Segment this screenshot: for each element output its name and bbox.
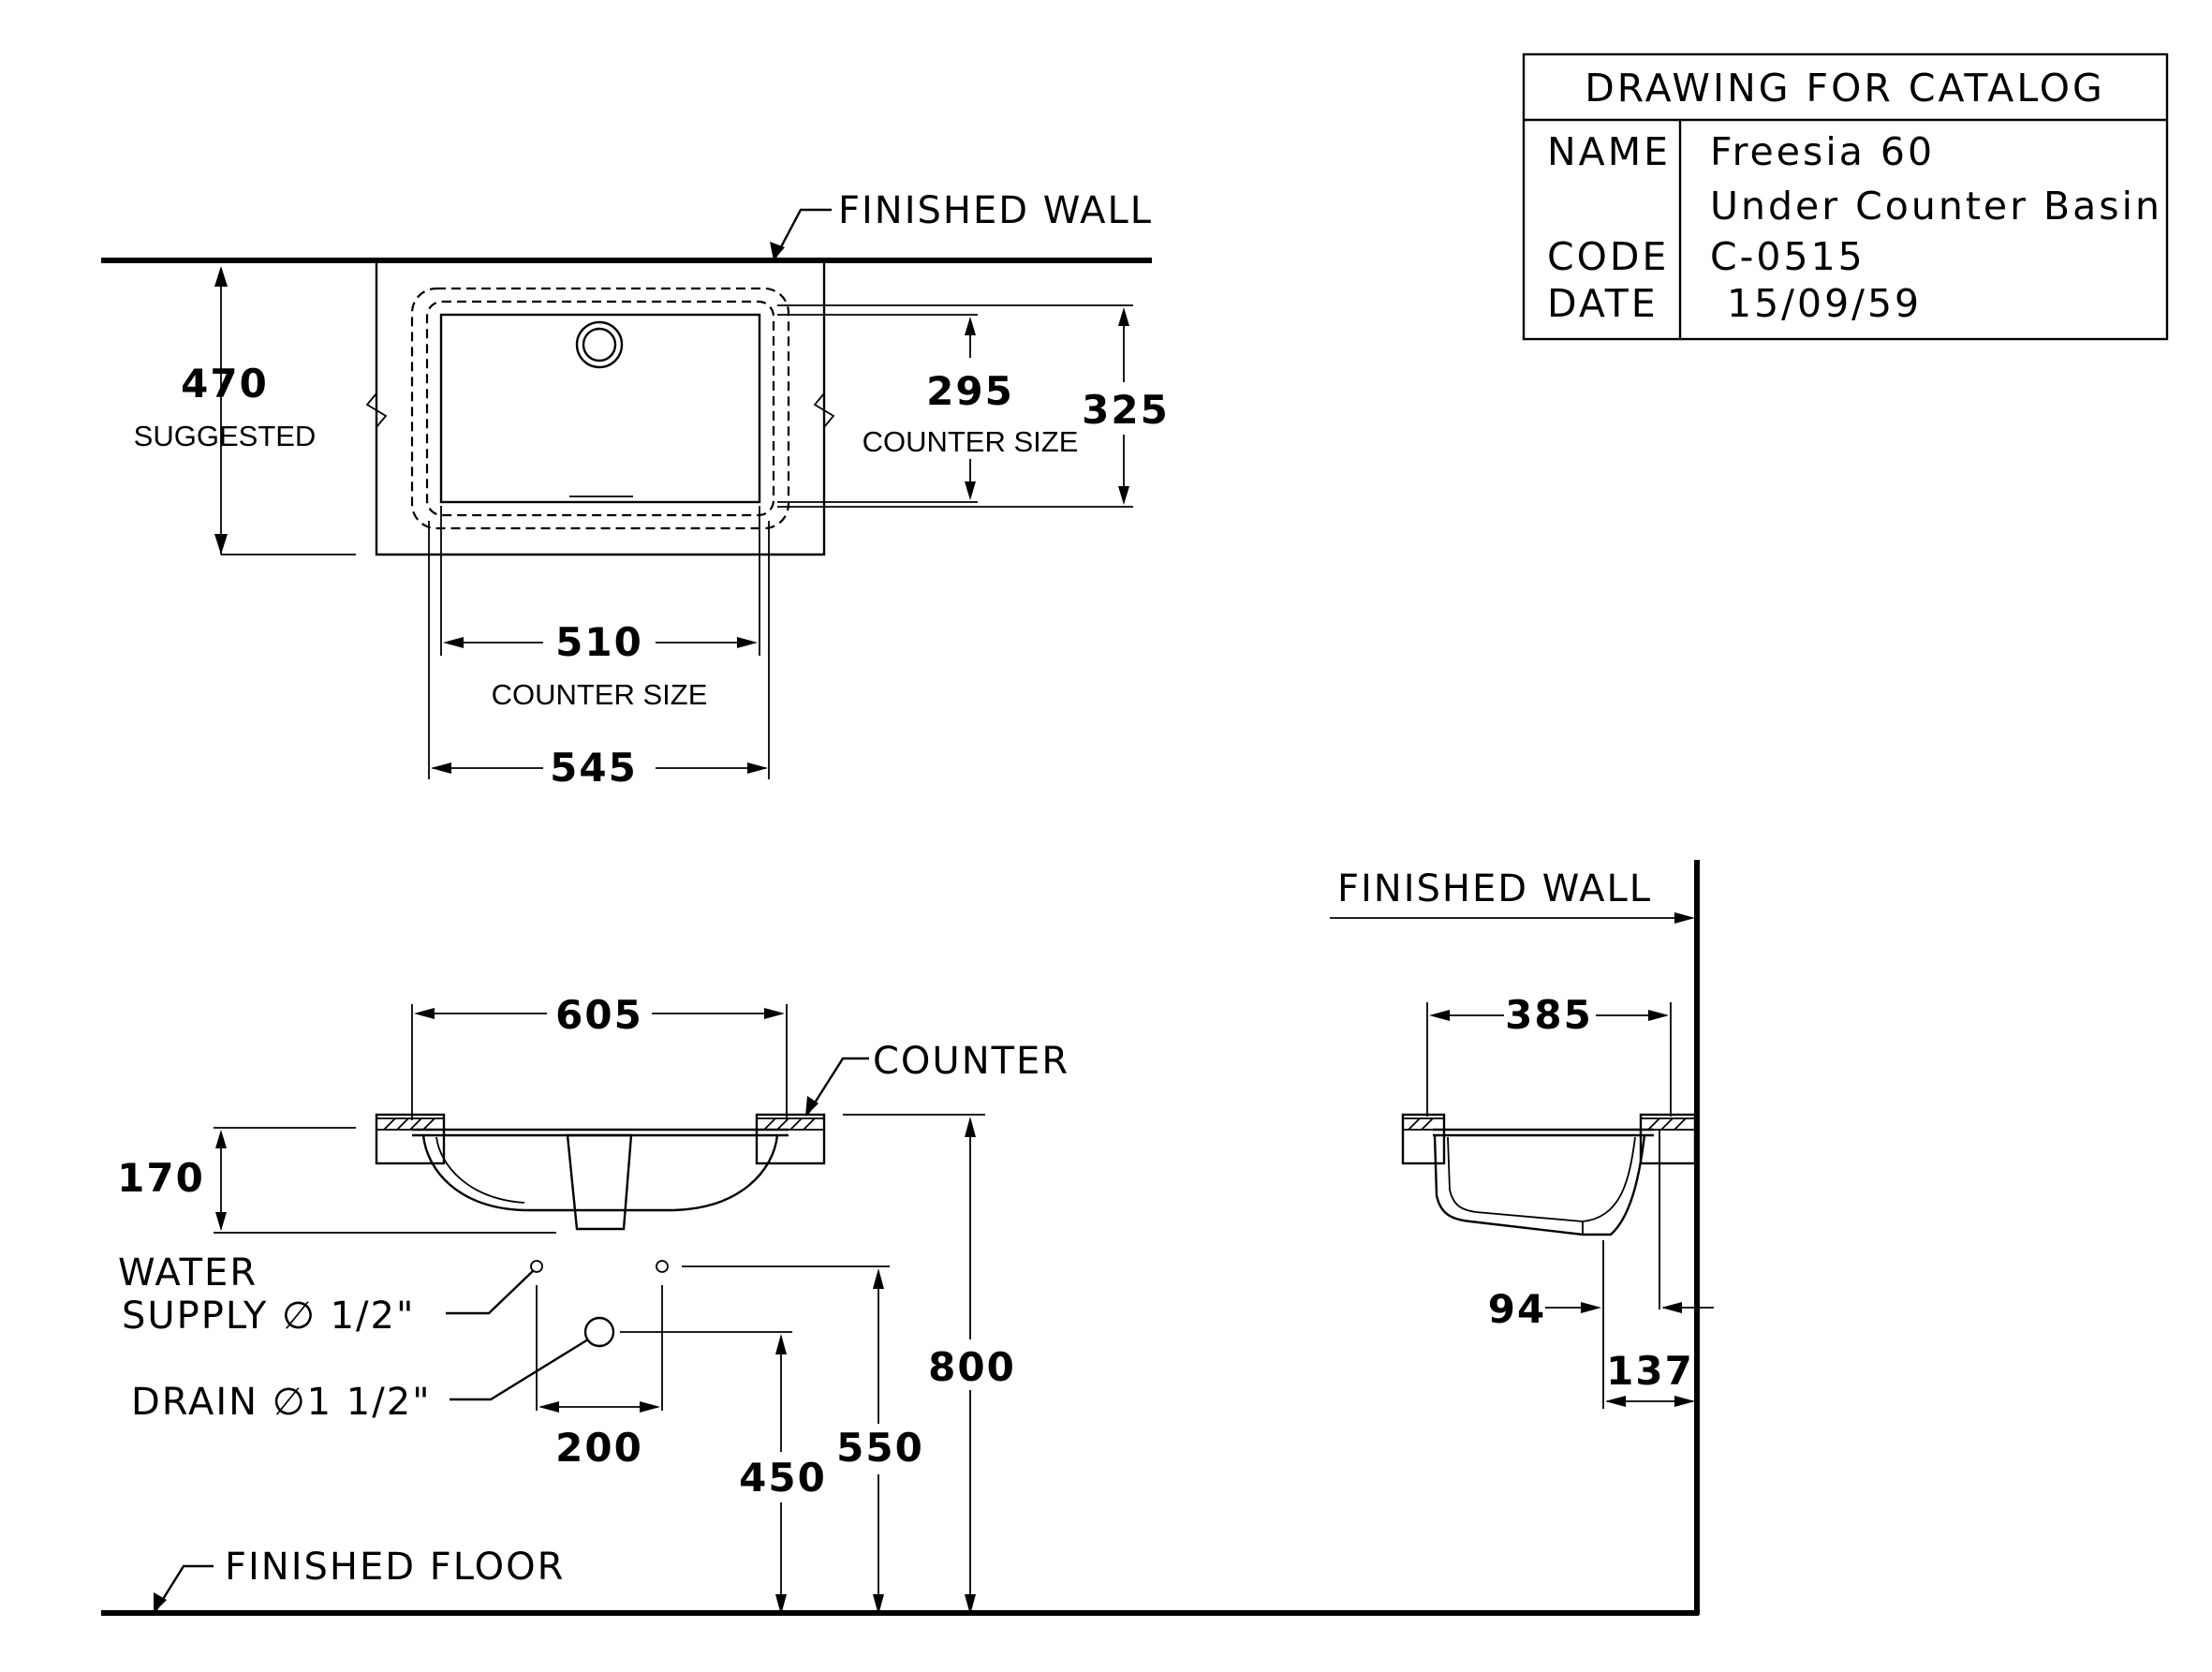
date-label: DATE — [1547, 281, 1659, 326]
drain-label: DRAIN ∅1 1/2" — [131, 1381, 432, 1424]
drain-hole-icon — [575, 320, 624, 369]
basin-bowl-side — [1433, 1134, 1646, 1236]
dim-supply-spacing: 200 — [555, 1425, 643, 1471]
title-block-heading: DRAWING FOR CATALOG — [1585, 66, 2105, 111]
dim-wall-offset: 137 — [1606, 1348, 1694, 1394]
water-supply-left-icon — [530, 1260, 543, 1273]
dim-counter-height: 800 — [928, 1344, 1016, 1390]
drain-tailpiece — [566, 1133, 633, 1231]
code-label: CODE — [1547, 234, 1669, 279]
counter-outline — [375, 260, 826, 556]
dim-basin-width: 545 — [550, 745, 638, 791]
drain-outlet-icon — [583, 1316, 615, 1348]
side-elevation: FINISHED WALL 385 94 — [1330, 860, 1714, 1615]
basin-bowl-front — [421, 1134, 779, 1212]
product-type: Under Counter Basin — [1710, 184, 2162, 229]
counter-label: COUNTER — [873, 1040, 1069, 1083]
water-supply-label-line2: SUPPLY ∅ 1/2" — [122, 1295, 415, 1338]
basin-bowl — [439, 313, 761, 504]
dim-supply-height: 550 — [836, 1425, 924, 1471]
suggested-label: SUGGESTED — [134, 420, 317, 452]
dim-side-depth: 385 — [1505, 992, 1593, 1038]
water-supply-label-line1: WATER — [118, 1251, 258, 1295]
counter-depth-label: COUNTER SIZE — [863, 425, 1079, 458]
dim-overall-width: 605 — [555, 992, 643, 1038]
drawing-date: 15/09/59 — [1727, 281, 1922, 326]
finished-wall-label-top: FINISHED WALL — [838, 189, 1153, 232]
counter-slab-left — [375, 1113, 446, 1165]
name-label: NAME — [1547, 129, 1671, 174]
water-supply-right-icon — [656, 1260, 669, 1273]
dim-drain-height: 450 — [739, 1455, 827, 1501]
basin-rim-inner — [425, 300, 775, 517]
dim-counter-depth: 295 — [926, 368, 1014, 414]
dim-counter-width: 510 — [555, 619, 643, 665]
counter-width-label: COUNTER SIZE — [492, 678, 708, 711]
basin-rim-outer — [410, 287, 790, 530]
dim-basin-height: 170 — [117, 1155, 205, 1201]
product-name: Freesia 60 — [1710, 129, 1935, 174]
dim-basin-depth: 325 — [1082, 387, 1170, 433]
finished-wall-label-side: FINISHED WALL — [1337, 867, 1652, 910]
dim-drain-offset: 94 — [1488, 1286, 1546, 1332]
wall-leader — [774, 208, 832, 259]
front-elevation: 605 COUNTER 170 — [101, 992, 1699, 1616]
product-code: C-0515 — [1710, 234, 1865, 279]
title-block: DRAWING FOR CATALOG NAME Freesia 60 Unde… — [1522, 52, 2169, 341]
plan-view: FINISHED WALL 470 SUGGESTED 295 COUNTER … — [101, 189, 1170, 791]
finished-floor-label: FINISHED FLOOR — [225, 1546, 565, 1589]
dim-suggested-depth: 470 — [181, 361, 269, 407]
counter-slab-right — [755, 1113, 826, 1165]
